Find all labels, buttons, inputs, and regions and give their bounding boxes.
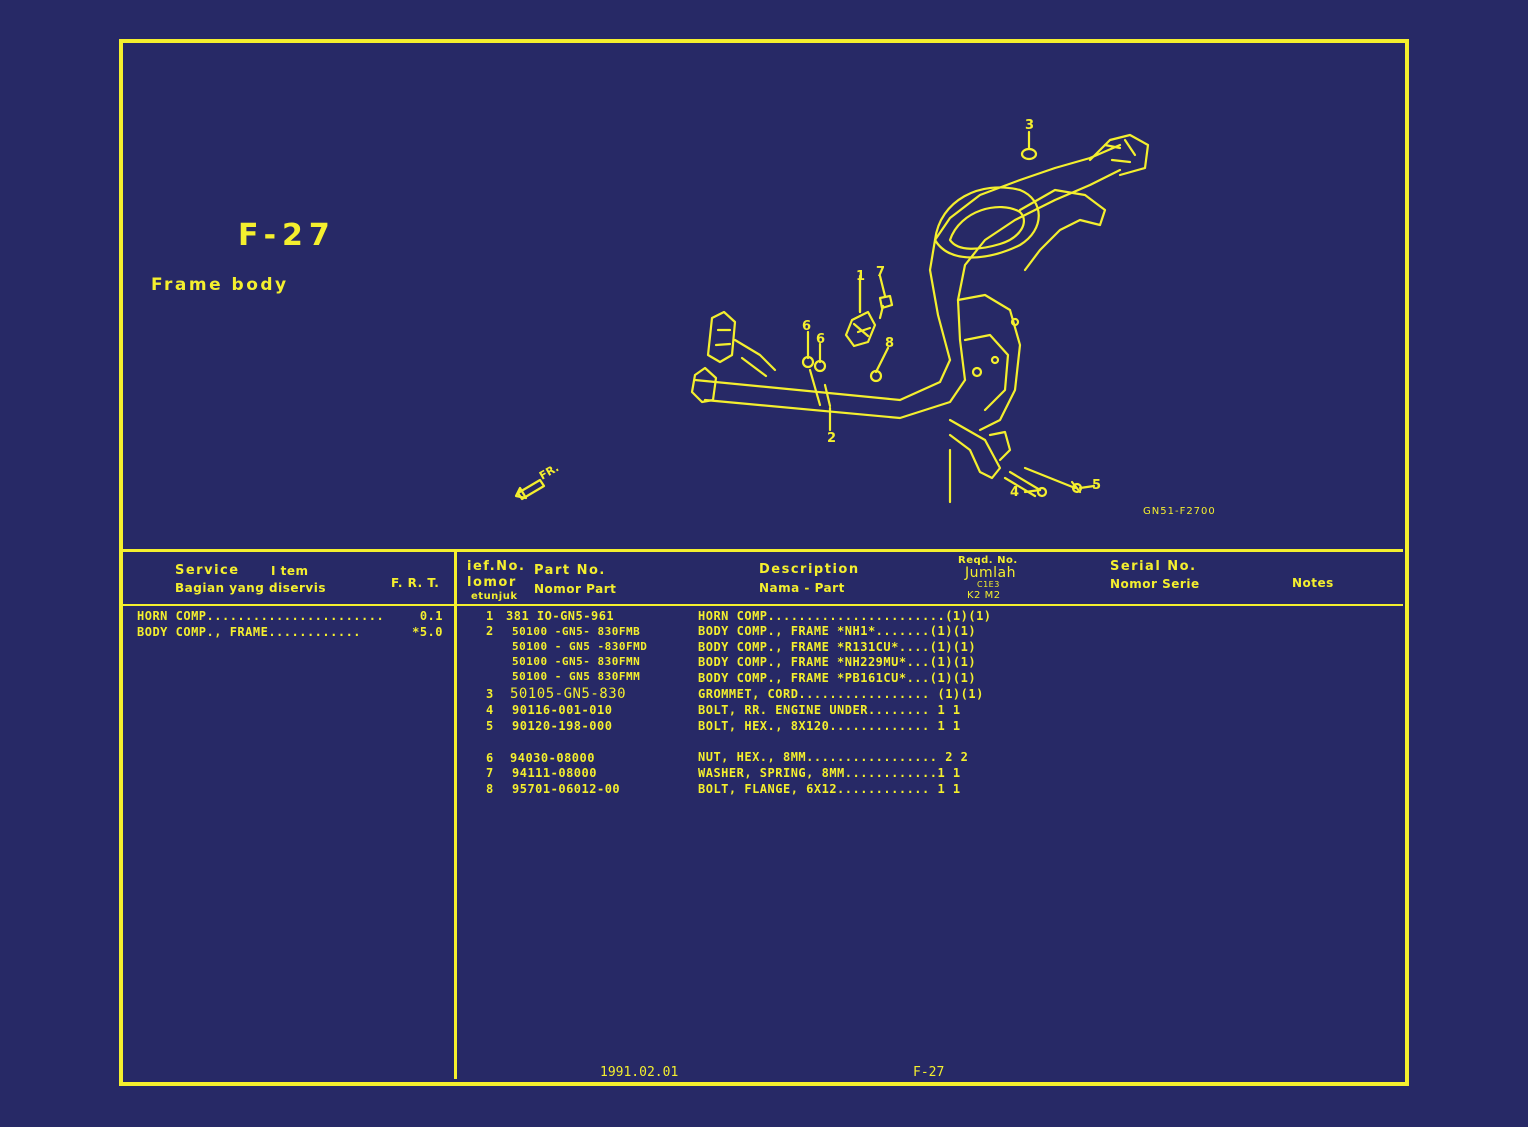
nomor-serie-heading: Nomor Serie xyxy=(1110,577,1200,591)
part-description: NUT, HEX., 8MM................. 2 2 xyxy=(698,750,969,764)
part-number: 90120-198-000 xyxy=(512,719,613,733)
part-description: BOLT, HEX., 8X120............. 1 1 xyxy=(698,719,961,733)
diagram-divider xyxy=(121,549,1403,552)
part-number: 50100 - GN5 830FMM xyxy=(512,670,641,683)
callout-label: 3 xyxy=(1025,118,1034,133)
callout-label: 5 xyxy=(1092,478,1101,493)
service-heading: Service xyxy=(175,563,240,578)
diagram-reference: GN51-F2700 xyxy=(1143,506,1216,517)
part-number: 50100 -GN5- 830FMB xyxy=(512,625,641,638)
part-number: 50100 - GN5 -830FMD xyxy=(512,640,648,653)
part-grommet xyxy=(1020,147,1038,161)
part-description: BOLT, RR. ENGINE UNDER........ 1 1 xyxy=(698,703,961,717)
part-bolt-hex xyxy=(1023,466,1082,494)
exploded-diagram: 3 1 7 6 6 8 2 4 5 FR. GN51-F2700 xyxy=(514,118,1216,517)
part-description: BODY COMP., FRAME *PB161CU*...(1)(1) xyxy=(698,671,977,685)
part-description: WASHER, SPRING, 8MM............1 1 xyxy=(698,766,961,780)
part-ref: 1 xyxy=(486,609,494,623)
service-header-rule xyxy=(121,604,455,606)
callout-label: 4 xyxy=(1010,485,1019,500)
part-ref: 2 xyxy=(486,624,494,638)
part-ref: 4 xyxy=(486,703,494,717)
notes-heading: Notes xyxy=(1292,576,1334,590)
part-ref: 6 xyxy=(486,751,494,765)
model-code-heading: C1E3 xyxy=(977,580,1000,589)
description-heading: Description xyxy=(759,562,860,577)
service-row: HORN COMP....................... 0.1 xyxy=(137,609,443,625)
nomor-part-heading: Nomor Part xyxy=(534,582,617,596)
ref-heading-line2: lomor xyxy=(467,575,517,590)
part-description: BODY COMP., FRAME *R131CU*....(1)(1) xyxy=(698,640,977,654)
jumlah-heading: Jumlah xyxy=(965,565,1016,581)
model-variants-heading: K2 M2 xyxy=(967,590,1001,601)
callout-label: 8 xyxy=(885,336,894,351)
part-description: BODY COMP., FRAME *NH1*.......(1)(1) xyxy=(698,624,977,638)
parts-header-rule xyxy=(456,604,1403,606)
part-bolt-rr xyxy=(1003,470,1042,498)
page-code: F-27 xyxy=(238,218,336,253)
column-divider xyxy=(454,549,457,1079)
service-row: BODY COMP., FRAME............ *5.0 xyxy=(137,625,443,641)
callout-label: 7 xyxy=(876,265,885,280)
ref-heading: ief.No. xyxy=(467,559,526,574)
frame-headstock xyxy=(706,310,737,364)
page-title: Frame body xyxy=(151,275,289,295)
part-ref: 3 xyxy=(486,687,494,701)
ref-heading-line3: etunjuk xyxy=(471,591,518,602)
callout-label: 2 xyxy=(827,431,836,446)
footer-date: 1991.02.01 xyxy=(600,1065,679,1080)
frt-heading: F. R. T. xyxy=(391,576,440,590)
nama-part-heading: Nama - Part xyxy=(759,581,845,595)
callout-label: 6 xyxy=(802,319,811,334)
callout-label: 6 xyxy=(816,332,825,347)
frame-main-tube xyxy=(693,358,952,402)
part-number: 50100 -GN5- 830FMN xyxy=(512,655,641,668)
service-frt-value: *5.0 xyxy=(412,625,443,639)
item-heading: I tem xyxy=(271,564,309,578)
service-name: BODY COMP., FRAME............ xyxy=(137,625,362,639)
part-ref: 7 xyxy=(486,766,494,780)
page-border xyxy=(119,39,1409,1086)
part-description: HORN COMP.......................(1)(1) xyxy=(698,609,992,623)
footer-page: F-27 xyxy=(913,1065,945,1080)
service-name: HORN COMP....................... xyxy=(137,609,385,623)
part-number: 50105-GN5-830 xyxy=(510,686,627,702)
part-horn xyxy=(844,310,877,348)
part-ref: 5 xyxy=(486,719,494,733)
part-number: 90116-001-010 xyxy=(512,703,613,717)
front-marker-label: FR. xyxy=(537,461,561,482)
part-number: 94111-08000 xyxy=(512,766,597,780)
part-ref: 8 xyxy=(486,782,494,796)
part-number: 94030-08000 xyxy=(510,751,595,765)
part-description: BODY COMP., FRAME *NH229MU*...(1)(1) xyxy=(698,655,977,669)
frame-battery-ring xyxy=(933,186,1040,259)
part-description: BOLT, FLANGE, 6X12............ 1 1 xyxy=(698,782,961,796)
reqd-heading: Reqd. No. xyxy=(958,555,1018,566)
serial-heading: Serial No. xyxy=(1110,559,1197,574)
service-list: HORN COMP....................... 0.1 BOD… xyxy=(137,609,443,641)
part-description: GROMMET, CORD................. (1)(1) xyxy=(698,687,984,701)
bagian-heading: Bagian yang diservis xyxy=(175,581,326,595)
part-no-heading: Part No. xyxy=(534,563,606,578)
part-number: 95701-06012-00 xyxy=(512,782,621,796)
part-number: 381 IO-GN5-961 xyxy=(506,609,615,623)
callout-label: 1 xyxy=(856,269,865,284)
service-frt-value: 0.1 xyxy=(419,609,443,623)
